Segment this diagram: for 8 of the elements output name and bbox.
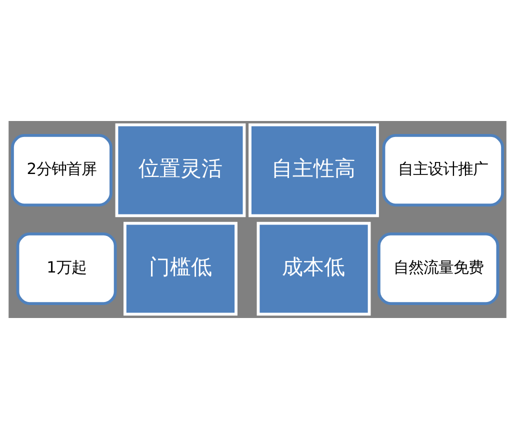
node-box: 自然流量免费 — [377, 232, 500, 305]
node-box: 门槛低 — [124, 222, 238, 316]
node-box: 1万起 — [16, 232, 117, 305]
node-box: 成本低 — [256, 222, 371, 316]
node-box: 自主性高 — [248, 123, 379, 218]
node-box: 2分钟首屏 — [11, 134, 112, 206]
node-box: 位置灵活 — [115, 123, 246, 218]
node-box: 自主设计推广 — [382, 134, 504, 206]
